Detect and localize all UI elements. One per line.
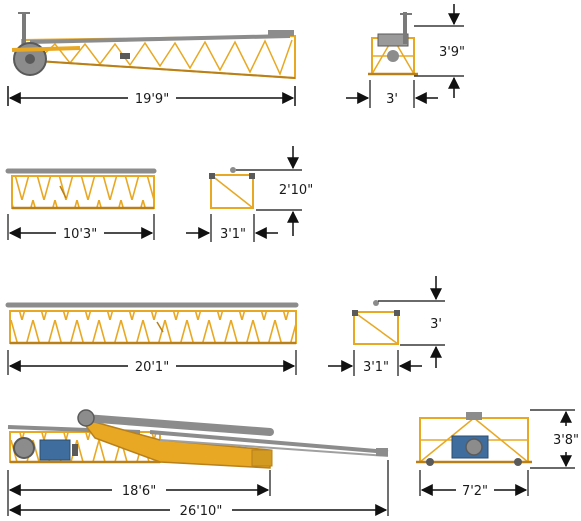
section-long-height-label: 3' (430, 317, 442, 332)
base-section-height-label: 3'8" (553, 433, 579, 448)
section-long-side-view (5, 302, 299, 345)
jib-head-length-label: 19'9" (135, 92, 169, 107)
section-short-side-view (5, 168, 157, 210)
section-short-width-label: 3'1" (220, 227, 246, 242)
section-long-width-dimension: 3'1" (328, 350, 422, 376)
section-short-height-label: 2'10" (279, 183, 313, 198)
section-long-end-view (352, 300, 400, 345)
section-long-length-label: 20'1" (135, 360, 169, 375)
jib-head-side-view (11, 12, 296, 80)
base-section-height-dimension: 3'8" (530, 409, 579, 469)
section-short-height-dimension: 2'10" (236, 146, 313, 236)
section-short-end-view (209, 167, 255, 209)
jib-head-width-dimension: 3' (346, 80, 438, 108)
jib-head-end-view (368, 12, 418, 76)
section-short-length-dimension: 10'3" (7, 214, 155, 242)
jib-head-width-label: 3' (386, 92, 398, 107)
base-section-side-view (7, 409, 389, 469)
base-section-overall-length-label: 26'10" (180, 504, 223, 519)
base-section-width-dimension: 7'2" (419, 470, 529, 499)
section-short-length-label: 10'3" (63, 227, 97, 242)
base-section-length-label: 18'6" (122, 484, 156, 499)
jib-head-length-dimension: 19'9" (7, 86, 296, 107)
base-section-length-dimension: 18'6" (7, 470, 271, 516)
section-short-width-dimension: 3'1" (186, 214, 278, 242)
section-long-width-label: 3'1" (363, 360, 389, 375)
base-section-width-label: 7'2" (462, 484, 488, 499)
jib-head-height-dimension: 3'9" (414, 4, 465, 98)
base-section-overall-length-dimension: 26'10" (8, 460, 389, 519)
section-long-height-dimension: 3' (378, 276, 445, 368)
jib-head-height-label: 3'9" (439, 45, 465, 60)
section-long-length-dimension: 20'1" (7, 350, 297, 375)
base-section-end-view (416, 412, 532, 466)
